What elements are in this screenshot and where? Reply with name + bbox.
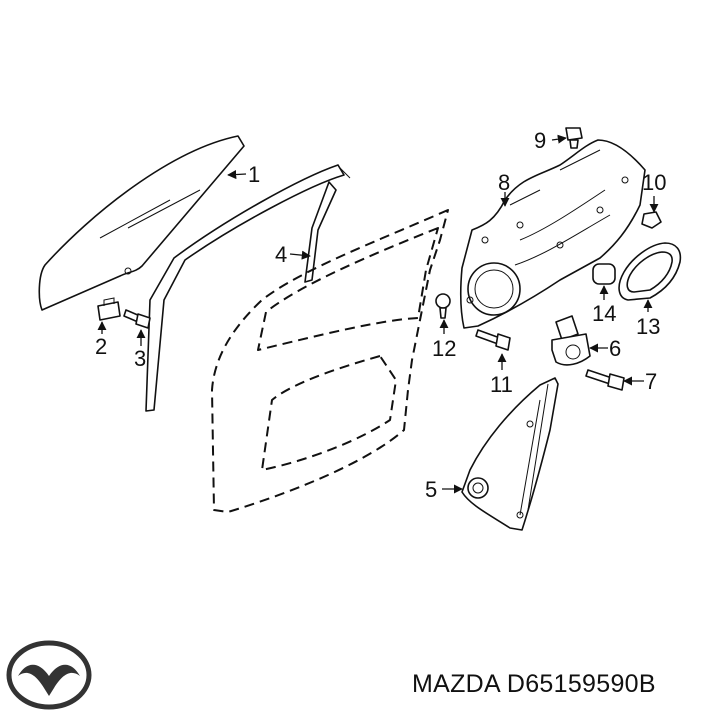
window-regulator-part — [461, 377, 559, 531]
nut-part — [641, 211, 662, 229]
callout-14: 14 — [592, 301, 616, 326]
callout-13: 13 — [636, 314, 660, 339]
bolt-part-3 — [123, 309, 151, 329]
callout-7: 7 — [645, 369, 657, 394]
clip-part — [565, 127, 583, 149]
callout-3: 3 — [134, 346, 146, 371]
gasket-part — [618, 242, 682, 301]
callout-11: 11 — [490, 372, 513, 397]
callout-8: 8 — [498, 170, 510, 195]
leader-4 — [289, 250, 311, 260]
callout-5: 5 — [425, 477, 437, 502]
door-outline — [211, 209, 449, 513]
part-number: D65159590B — [506, 670, 656, 698]
callout-12: 12 — [432, 336, 456, 361]
door-glass-part — [38, 135, 245, 311]
callout-6: 6 — [609, 336, 621, 361]
leader-9 — [551, 134, 567, 144]
brand-name: MAZDA — [412, 670, 500, 698]
grommet-bolt-part — [435, 293, 451, 319]
callout-10: 10 — [642, 170, 666, 195]
callout-1: 1 — [248, 162, 260, 187]
plug-part — [592, 263, 616, 285]
bolt-part-11 — [475, 329, 511, 351]
bolt-part-7 — [585, 369, 625, 391]
mazda-logo-icon — [6, 640, 92, 710]
callout-2: 2 — [95, 334, 107, 359]
glass-clip-part — [97, 297, 121, 321]
callout-9: 9 — [534, 128, 546, 153]
door-module-panel-part — [459, 139, 646, 329]
callout-4: 4 — [275, 242, 287, 267]
glass-run-channel-part — [145, 164, 351, 412]
part-label: MAZDA D65159590B — [412, 670, 656, 699]
window-motor-part — [551, 315, 591, 366]
leader-1 — [227, 170, 247, 180]
